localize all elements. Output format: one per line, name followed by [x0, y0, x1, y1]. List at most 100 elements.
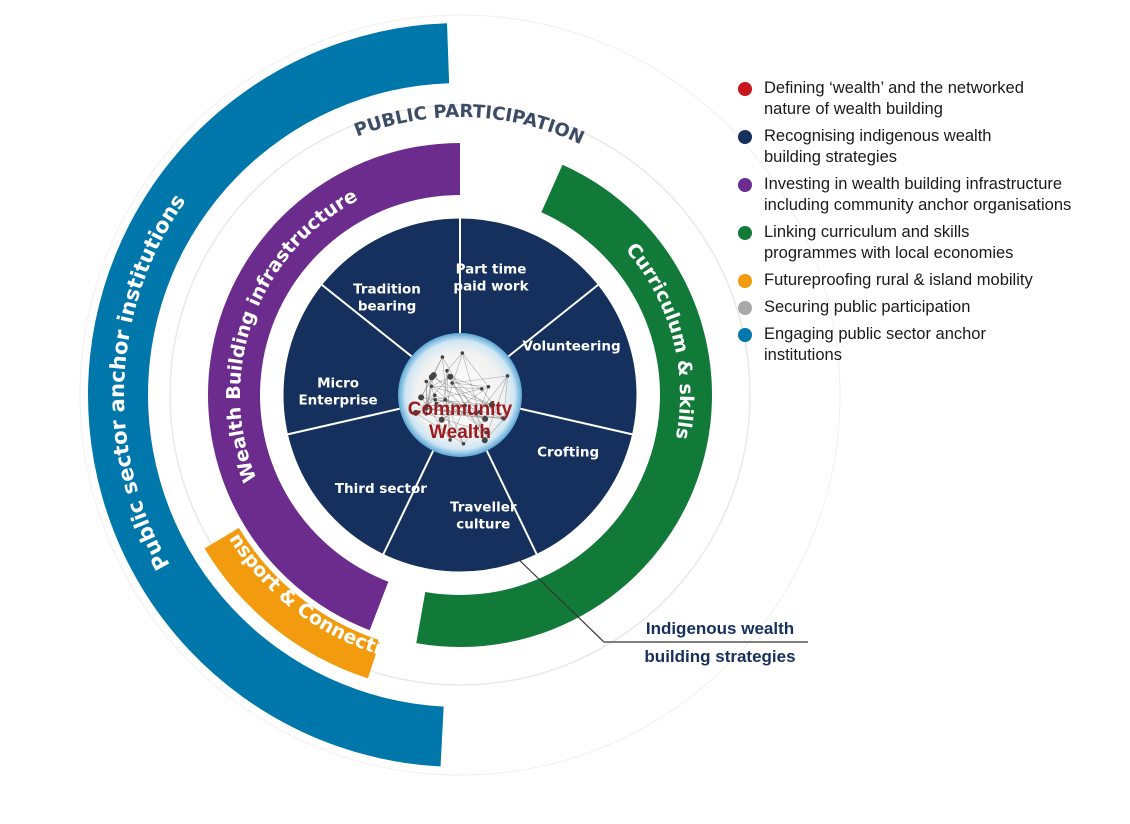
legend-text: Defining ‘wealth’ and the networked [764, 79, 1024, 97]
legend-dot-icon [738, 82, 752, 96]
network-link [415, 412, 503, 419]
network-node [482, 415, 489, 422]
legend-text: including community anchor organisations [764, 196, 1072, 214]
network-node [479, 386, 484, 391]
legend-text: Securing public participation [764, 298, 971, 316]
network-node [445, 368, 449, 373]
legend-text: building strategies [764, 148, 897, 166]
curriculum-ring [416, 164, 713, 647]
network-node [502, 417, 506, 421]
outer-faint-ring [79, 14, 841, 776]
segment-dividers [286, 217, 634, 556]
network-node [425, 403, 429, 408]
legend-dot-icon [738, 328, 752, 342]
network-link [444, 399, 464, 444]
callout-line1: Indigenous wealth [646, 619, 794, 638]
network-link [463, 418, 486, 444]
network-link [462, 352, 480, 413]
network-link [484, 375, 508, 441]
network-link [431, 376, 493, 406]
callout-line2: building strategies [644, 647, 795, 666]
segment-label: Volunteering [522, 339, 620, 355]
network-node [477, 410, 482, 414]
core-label-line1: Community [408, 399, 513, 420]
legend-text: institutions [764, 346, 842, 364]
network-node [433, 397, 437, 402]
network-link [462, 352, 489, 387]
network-link [415, 412, 464, 445]
segment-divider [516, 406, 634, 436]
network-node [424, 379, 429, 384]
network-node [481, 437, 488, 444]
legend: Defining ‘wealth’ and the networked natur… [738, 78, 1128, 372]
network-link [425, 407, 477, 414]
segment-label: Tradition [353, 282, 421, 298]
network-link [431, 386, 436, 400]
callout-leader-line [511, 552, 808, 643]
legend-dot-icon [738, 274, 752, 288]
network-node [432, 393, 437, 398]
segment-label: Part time [456, 262, 527, 278]
network-link [452, 375, 508, 384]
wealth-building-ring [207, 143, 460, 631]
network-node [424, 407, 428, 411]
network-link [442, 356, 487, 433]
network-link [503, 375, 508, 420]
public-participation-label: PUBLIC PARTICIPATION [351, 101, 587, 149]
legend-item: Engaging public sector anchor institution… [738, 324, 1128, 366]
legend-text: Recognising indigenous wealth [764, 127, 992, 145]
network-link [452, 382, 489, 388]
network-link [435, 388, 482, 400]
network-link [415, 399, 446, 414]
segment-label: Enterprise [298, 393, 377, 409]
network-link [450, 376, 482, 390]
network-link [426, 377, 433, 406]
segment-label: Third sector [335, 481, 427, 497]
network-node [429, 384, 434, 389]
transport-ring [204, 527, 381, 679]
legend-dot-icon [738, 130, 752, 144]
network-node [438, 416, 445, 423]
network-link [478, 375, 508, 413]
network-link [449, 405, 466, 441]
network-link [478, 386, 489, 413]
legend-item: Investing in wealth building infrastruct… [738, 174, 1128, 216]
legend-text: nature of wealth building [764, 100, 943, 118]
legend-dot-icon [738, 178, 752, 192]
segment-divider [484, 446, 539, 556]
network-link [446, 352, 463, 371]
network-node [488, 401, 495, 408]
network-node [418, 394, 425, 401]
public-participation-ring [169, 104, 751, 686]
network-link [426, 413, 487, 433]
network-node [443, 397, 447, 402]
network-graphic [412, 351, 510, 446]
segment-label: Micro [317, 376, 359, 392]
network-link [484, 418, 505, 441]
network-node [448, 438, 452, 442]
segment-label: Crofting [537, 444, 599, 460]
segment-label: bearing [358, 299, 417, 315]
network-node [460, 351, 465, 355]
network-node [447, 373, 454, 380]
legend-item: Defining ‘wealth’ and the networked natur… [738, 78, 1128, 120]
segment-label: Traveller [450, 499, 517, 515]
network-link [425, 375, 434, 414]
segment-divider [286, 406, 404, 436]
network-node [450, 381, 454, 385]
network-link [431, 386, 492, 406]
network-link [426, 381, 487, 433]
core-label-line2: Wealth [429, 422, 491, 443]
network-link [425, 381, 428, 406]
legend-text: Engaging public sector anchor [764, 325, 986, 343]
legend-dot-icon [738, 226, 752, 240]
legend-item: Recognising indigenous wealth building s… [738, 126, 1128, 168]
segment-label: culture [456, 516, 510, 532]
network-node [463, 403, 468, 408]
network-node [430, 372, 437, 379]
legend-text: programmes with local economies [764, 244, 1014, 262]
network-link [445, 399, 504, 419]
